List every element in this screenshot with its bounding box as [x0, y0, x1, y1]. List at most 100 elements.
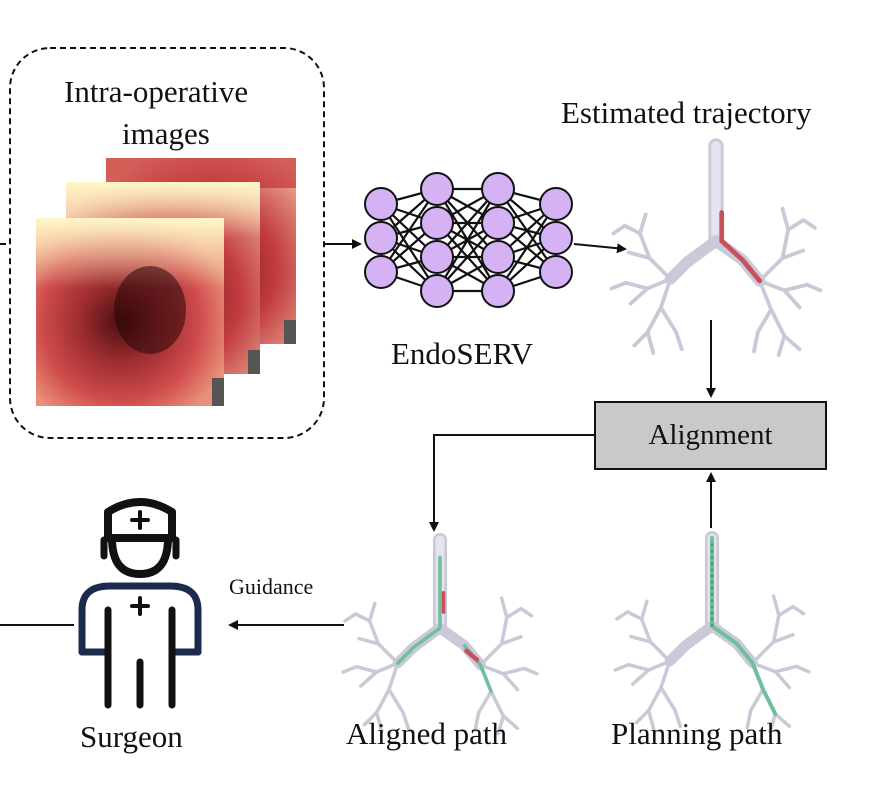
- neural-network: [364, 172, 573, 308]
- airway-branch: [768, 712, 778, 734]
- airway-branch: [401, 710, 411, 731]
- arrow-alignment-to-aligned: [429, 434, 594, 532]
- airway-branch: [659, 305, 678, 335]
- nn-node: [364, 255, 398, 289]
- alignment-label: Alignment: [648, 419, 773, 451]
- airway-branch: [501, 714, 520, 731]
- nn-node: [420, 206, 454, 240]
- airway-branch: [359, 670, 379, 688]
- airway-branch: [674, 330, 684, 352]
- path-marker: [710, 555, 714, 559]
- airway-branch: [791, 604, 806, 616]
- airway-branch: [362, 710, 379, 727]
- airway-branch: [357, 636, 381, 646]
- airway-branch: [780, 206, 791, 232]
- airway-branch: [673, 708, 683, 729]
- airway-branch: [771, 594, 781, 618]
- airway-branch: [626, 250, 652, 260]
- nn-node: [481, 240, 515, 274]
- nn-node: [539, 187, 573, 221]
- airway-branch: [353, 612, 372, 623]
- airway-branch: [782, 334, 802, 352]
- nn-node: [481, 274, 515, 308]
- airway-branch: [645, 330, 656, 355]
- planning-path-label: Planning path: [611, 716, 783, 751]
- airway-branch: [615, 610, 630, 621]
- airway-branch: [473, 710, 481, 732]
- path-marker: [710, 580, 714, 584]
- nn-node: [481, 172, 515, 206]
- nn-node: [364, 187, 398, 221]
- airway-branch: [659, 685, 677, 713]
- airway-branch: [777, 604, 795, 618]
- airway-branch: [499, 596, 509, 620]
- airway-branch: [786, 218, 806, 232]
- airway-branch: [343, 612, 358, 623]
- airway-branch: [464, 648, 480, 662]
- airway-branch: [501, 672, 520, 692]
- airway-branch: [476, 689, 493, 715]
- airway-branch: [367, 601, 377, 623]
- airway-branch: [631, 668, 651, 686]
- airway-estimated-trajectory: [609, 138, 823, 357]
- nn-node: [420, 172, 454, 206]
- airway-branch: [801, 218, 817, 230]
- airway-branch: [387, 687, 405, 715]
- airway-aligned-path: [341, 532, 539, 736]
- airway-branch: [748, 687, 765, 713]
- alignment-box: Alignment: [594, 401, 827, 470]
- path-marker: [710, 611, 714, 615]
- path-marker: [710, 549, 714, 553]
- airway-branch: [341, 664, 359, 674]
- path-marker: [710, 586, 714, 590]
- network-label: EndoSERV: [391, 336, 534, 371]
- airway-branch: [773, 712, 792, 729]
- airway-branch: [745, 708, 753, 730]
- path-marker: [710, 623, 714, 627]
- airway-branch: [613, 662, 631, 672]
- aligned-path-label: Aligned path: [346, 716, 507, 751]
- surgeon-icon: [78, 498, 202, 709]
- airway-branch: [719, 210, 763, 284]
- airway-branch: [664, 620, 718, 667]
- nn-node: [364, 221, 398, 255]
- airway-branch: [622, 223, 642, 236]
- input-title-line2: images: [122, 116, 210, 151]
- estimated-trajectory-label: Estimated trajectory: [561, 95, 812, 130]
- airway-branch: [609, 280, 628, 291]
- airway-branch: [664, 235, 722, 285]
- airway-branch: [646, 708, 656, 732]
- airway-branch: [628, 286, 650, 306]
- path-marker: [710, 617, 714, 621]
- guidance-label: Guidance: [229, 574, 314, 599]
- airway-branch: [629, 634, 653, 644]
- path-marker: [710, 562, 714, 565]
- airway-branch: [611, 223, 627, 236]
- endoscopic-frame-front: [36, 218, 224, 406]
- nn-edge: [436, 188, 499, 292]
- nn-node: [539, 255, 573, 289]
- airway-branch: [638, 212, 648, 236]
- path-marker: [710, 605, 714, 609]
- airway-branch: [750, 613, 781, 665]
- airway-branch: [782, 288, 802, 310]
- airway-branch: [757, 227, 791, 283]
- airway-branch: [805, 282, 823, 293]
- nn-node: [539, 221, 573, 255]
- path-marker: [710, 592, 714, 596]
- nn-node: [420, 240, 454, 274]
- input-title-line1: Intra-operative: [64, 74, 249, 109]
- airway-branch: [776, 334, 787, 357]
- airway-branch: [374, 710, 384, 734]
- path-marker: [710, 574, 714, 578]
- airway-branch: [752, 330, 760, 354]
- airway-branch: [478, 615, 509, 667]
- airway-branch: [632, 330, 650, 348]
- airway-planning-path: [613, 530, 811, 734]
- airway-branch: [634, 708, 651, 725]
- path-marker: [710, 599, 714, 602]
- airway-branch: [625, 610, 644, 621]
- airway-branch: [771, 633, 795, 644]
- airway-branch: [639, 599, 649, 621]
